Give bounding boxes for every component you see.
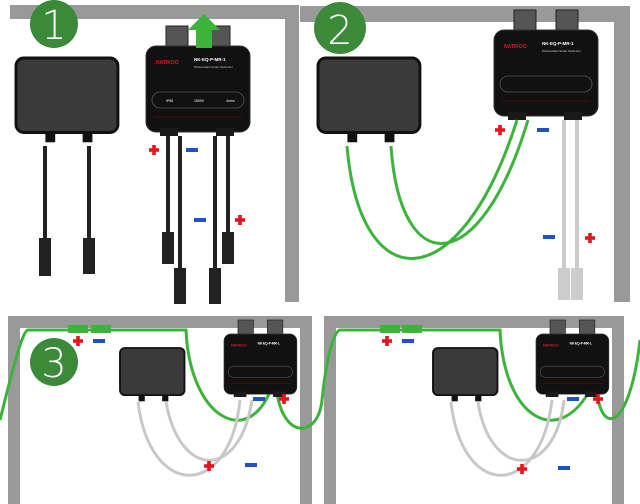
plus-icon — [235, 215, 245, 225]
panel-frame — [10, 5, 299, 302]
connector — [39, 238, 51, 276]
minus-icon — [186, 148, 198, 152]
minus-icon — [245, 463, 257, 467]
minus-icon — [402, 339, 414, 343]
minus-icon — [567, 397, 579, 401]
plus-icon — [382, 336, 392, 346]
minus-icon — [93, 339, 105, 343]
device-cables — [166, 136, 230, 270]
step-3-panel: 3 NATIKOO NK-EQ-P-MR-1 NATIKOO NK-EQ-P-M… — [0, 316, 640, 504]
device-model: NK-EQ-P-MR-1 — [258, 342, 280, 346]
optimizer-device: NATIKOO NK-EQ-P-MR-1 — [223, 319, 298, 398]
step-badge-3 — [30, 338, 78, 386]
connector — [68, 325, 88, 333]
junction-box — [14, 56, 120, 144]
connector — [571, 268, 583, 300]
connector — [162, 232, 174, 264]
connector — [83, 238, 95, 274]
spec-ip: IP68 — [166, 99, 173, 103]
step-badge-2 — [314, 2, 366, 54]
step-number-2: 2 — [327, 8, 352, 54]
step-1-panel: 1 NATIKOO NK-EQ-P-MR-1 Photovoltaic Smar… — [10, 0, 299, 304]
device-model: NK-EQ-P-MR-1 — [570, 342, 592, 346]
optimizer-device: NATIKOO NK-EQ-P-MR-1 — [535, 319, 610, 398]
device-subtitle: Photovoltaic Smart Optimizer — [542, 49, 581, 53]
spec-wire: 4mm² — [226, 99, 236, 103]
junction-box — [432, 347, 499, 403]
minus-icon — [537, 128, 549, 132]
connector — [222, 232, 234, 264]
device-subtitle: Photovoltaic Smart Optimizer — [194, 65, 233, 69]
device-brand: NATIKOO — [231, 344, 247, 348]
plus-icon — [73, 336, 83, 346]
step-number-3: 3 — [41, 341, 66, 387]
junction-box — [316, 56, 422, 144]
module-cables — [43, 146, 91, 240]
optimizer-device: NATIKOO NK-EQ-P-MR-1 Photovoltaic Smart … — [493, 9, 599, 121]
minus-icon — [194, 218, 206, 222]
step-number-1: 1 — [41, 3, 66, 49]
minus-icon — [253, 397, 265, 401]
gray-cables — [136, 399, 566, 477]
optimizer-device: NATIKOO NK-EQ-P-MR-1 Photovoltaic Smart … — [145, 25, 251, 137]
junction-box — [119, 347, 186, 403]
plus-icon — [149, 145, 159, 155]
connector — [209, 268, 221, 304]
minus-icon — [558, 466, 570, 470]
connector — [558, 268, 570, 300]
green-cables — [345, 119, 530, 260]
gray-cables — [562, 120, 579, 270]
device-model: NK-EQ-P-MR-1 — [194, 57, 226, 62]
connector — [91, 325, 111, 333]
spec-voltage: 1500V — [194, 99, 205, 103]
device-model: NK-EQ-P-MR-1 — [542, 41, 574, 46]
device-brand: NATIKOO — [504, 44, 527, 50]
step-2-panel: 2 NATIKOO NK-EQ-P-MR-1 Photovoltaic Smar… — [300, 2, 630, 302]
panel-frame — [8, 316, 312, 504]
panel-frame — [300, 6, 630, 302]
device-brand: NATIKOO — [156, 60, 179, 66]
step-badge-1 — [30, 0, 78, 48]
arrow-up-icon — [188, 14, 220, 48]
connector — [380, 325, 400, 333]
device-brand: NATIKOO — [543, 344, 559, 348]
plus-icon — [585, 233, 595, 243]
connector — [174, 268, 186, 304]
minus-icon — [543, 235, 555, 239]
connector — [402, 325, 422, 333]
plus-icon — [495, 125, 505, 135]
